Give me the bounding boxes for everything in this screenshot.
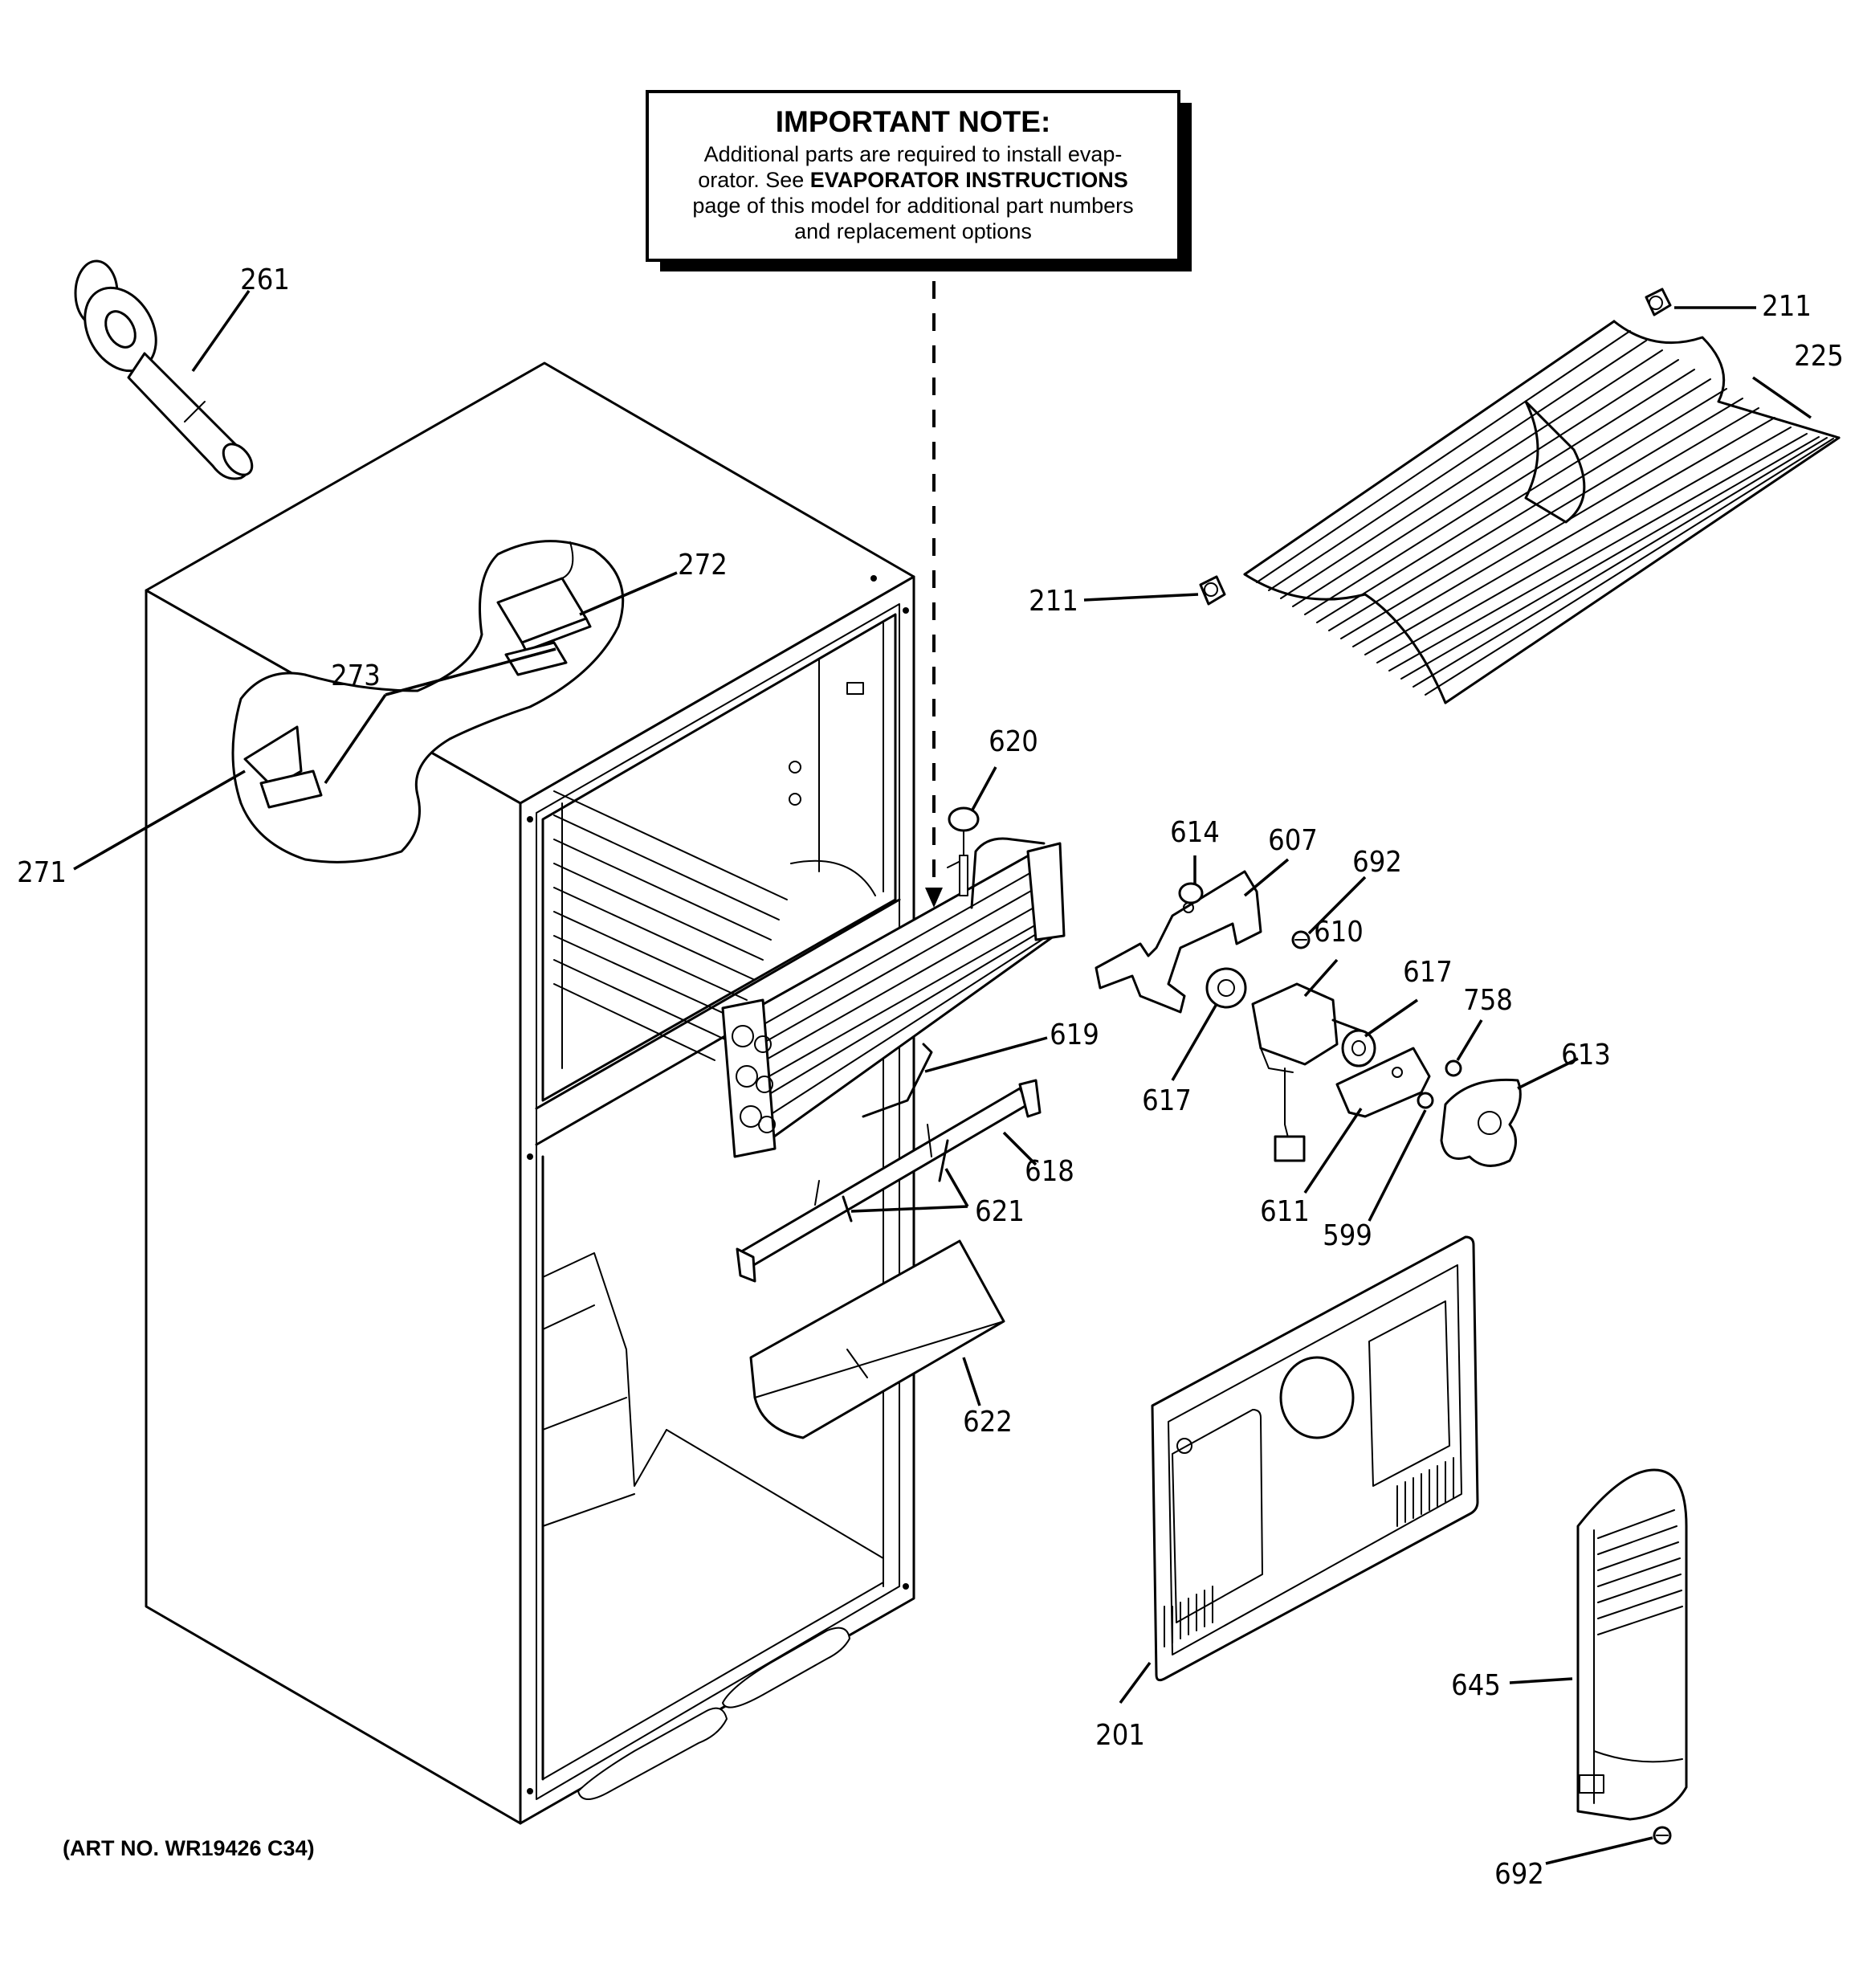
callout-271: 271 <box>17 856 67 889</box>
callout-619: 619 <box>1050 1018 1099 1051</box>
leader-lines <box>73 289 1812 1865</box>
callout-618: 618 <box>1025 1155 1074 1188</box>
part-618-defrost-heater <box>736 1079 1042 1283</box>
part-614-grommet <box>1178 882 1204 904</box>
part-645-air-diffuser <box>1576 1468 1688 1821</box>
note-line-2: orator. See EVAPORATOR INSTRUCTIONS <box>698 168 1128 192</box>
note-dashed-pointer <box>925 281 943 908</box>
callout-211-top: 211 <box>1762 290 1812 323</box>
part-225-wire-shelf <box>1243 320 1841 704</box>
callout-211-left: 211 <box>1029 585 1078 618</box>
callout-611: 611 <box>1260 1195 1310 1228</box>
part-622-drain-trough <box>749 1239 1005 1439</box>
callout-201: 201 <box>1095 1719 1145 1752</box>
callout-692-top: 692 <box>1352 846 1402 879</box>
callout-758: 758 <box>1463 984 1513 1017</box>
part-692-screw-bottom <box>1653 1826 1672 1845</box>
callout-617-right: 617 <box>1403 956 1453 989</box>
callout-610: 610 <box>1314 916 1364 949</box>
part-617-mount-left <box>1205 967 1247 1009</box>
callout-225: 225 <box>1794 340 1844 373</box>
callout-614: 614 <box>1170 816 1220 849</box>
note-title: IMPORTANT NOTE: <box>776 105 1051 138</box>
part-599-nut <box>1417 1092 1434 1109</box>
insulation-cutaway <box>231 540 625 863</box>
part-211-shelf-clips <box>1199 288 1672 606</box>
callout-labels: 261 272 273 271 211 225 211 620 614 607 … <box>17 263 1844 1891</box>
art-number: (ART NO. WR19426 C34) <box>63 1836 315 1860</box>
callout-613: 613 <box>1561 1039 1611 1072</box>
part-758-screw <box>1445 1059 1462 1077</box>
callout-617-left: 617 <box>1142 1084 1192 1117</box>
callout-621: 621 <box>975 1195 1025 1228</box>
callout-622: 622 <box>963 1406 1013 1439</box>
part-619-wire-retainer <box>862 1043 933 1118</box>
callout-261: 261 <box>240 263 290 296</box>
callout-645: 645 <box>1451 1669 1501 1702</box>
part-692-screw-top <box>1291 930 1311 949</box>
part-201-evaporator-cover <box>1151 1235 1479 1682</box>
part-261-drain-tube <box>74 259 254 480</box>
callout-272: 272 <box>678 549 728 582</box>
callout-692-bottom: 692 <box>1494 1858 1544 1891</box>
callout-607: 607 <box>1268 824 1318 857</box>
part-evaporator <box>721 806 1066 1158</box>
part-611-motor-bracket <box>1335 1047 1431 1118</box>
part-617-mount-right <box>1341 1029 1376 1067</box>
note-line-3: page of this model for additional part n… <box>692 194 1133 218</box>
callout-273: 273 <box>331 659 381 692</box>
part-613-fan-blade <box>1440 1078 1522 1167</box>
callout-620: 620 <box>989 725 1038 758</box>
note-line-1: Additional parts are required to install… <box>704 142 1123 166</box>
important-note-box: IMPORTANT NOTE: Additional parts are req… <box>646 90 1192 271</box>
part-610-fan-motor <box>1251 982 1367 1162</box>
callout-599: 599 <box>1323 1219 1372 1252</box>
note-line-4: and replacement options <box>794 219 1032 243</box>
